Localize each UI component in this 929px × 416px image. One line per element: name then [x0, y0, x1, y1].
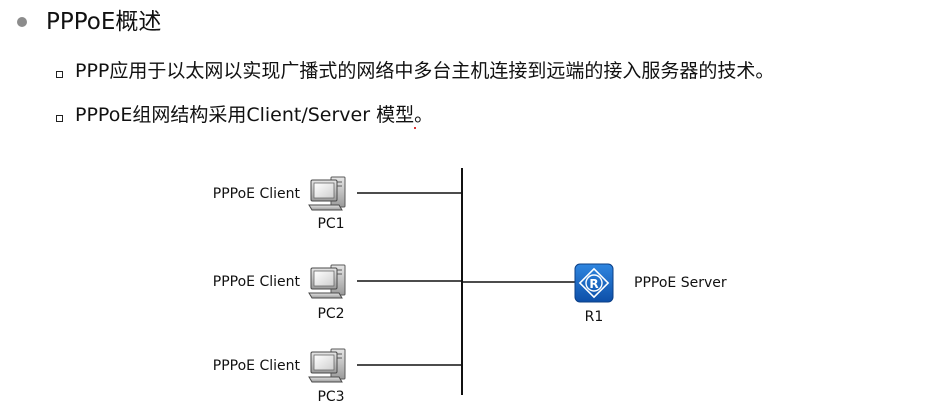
pc1-name-label: PC1: [317, 216, 344, 232]
pc3-node: PPPoE Client PC3: [213, 348, 346, 405]
pc1-node: PPPoE Client PC1: [213, 176, 346, 232]
pc3-computer-icon: [308, 348, 346, 383]
pc2-role-label: PPPoE Client: [213, 274, 301, 290]
router-icon: R: [574, 263, 614, 303]
stray-mark: [414, 127, 416, 129]
r1-node: R PPPoE Server R1: [574, 263, 727, 325]
pc2-node: PPPoE Client PC2: [213, 264, 346, 322]
bullet-marker-1: [56, 71, 63, 78]
pc3-name-label: PC3: [317, 389, 344, 405]
bullet-marker-2: [56, 115, 63, 122]
pc1-computer-icon: [308, 176, 346, 211]
slide-heading: PPPoE概述: [46, 9, 162, 35]
pc2-name-label: PC2: [317, 306, 344, 322]
svg-text:R: R: [589, 277, 598, 291]
bullet-text-2: PPPoE组网结构采用Client/Server 模型。: [75, 104, 434, 126]
r1-role-label: PPPoE Server: [634, 275, 727, 291]
pc1-role-label: PPPoE Client: [213, 186, 301, 202]
pc3-role-label: PPPoE Client: [213, 358, 301, 374]
heading-bullet-dot: [17, 17, 27, 27]
bullet-text-1: PPP应用于以太网以实现广播式的网络中多台主机连接到远端的接入服务器的技术。: [75, 60, 775, 82]
r1-name-label: R1: [585, 309, 604, 325]
pc2-computer-icon: [308, 264, 346, 299]
